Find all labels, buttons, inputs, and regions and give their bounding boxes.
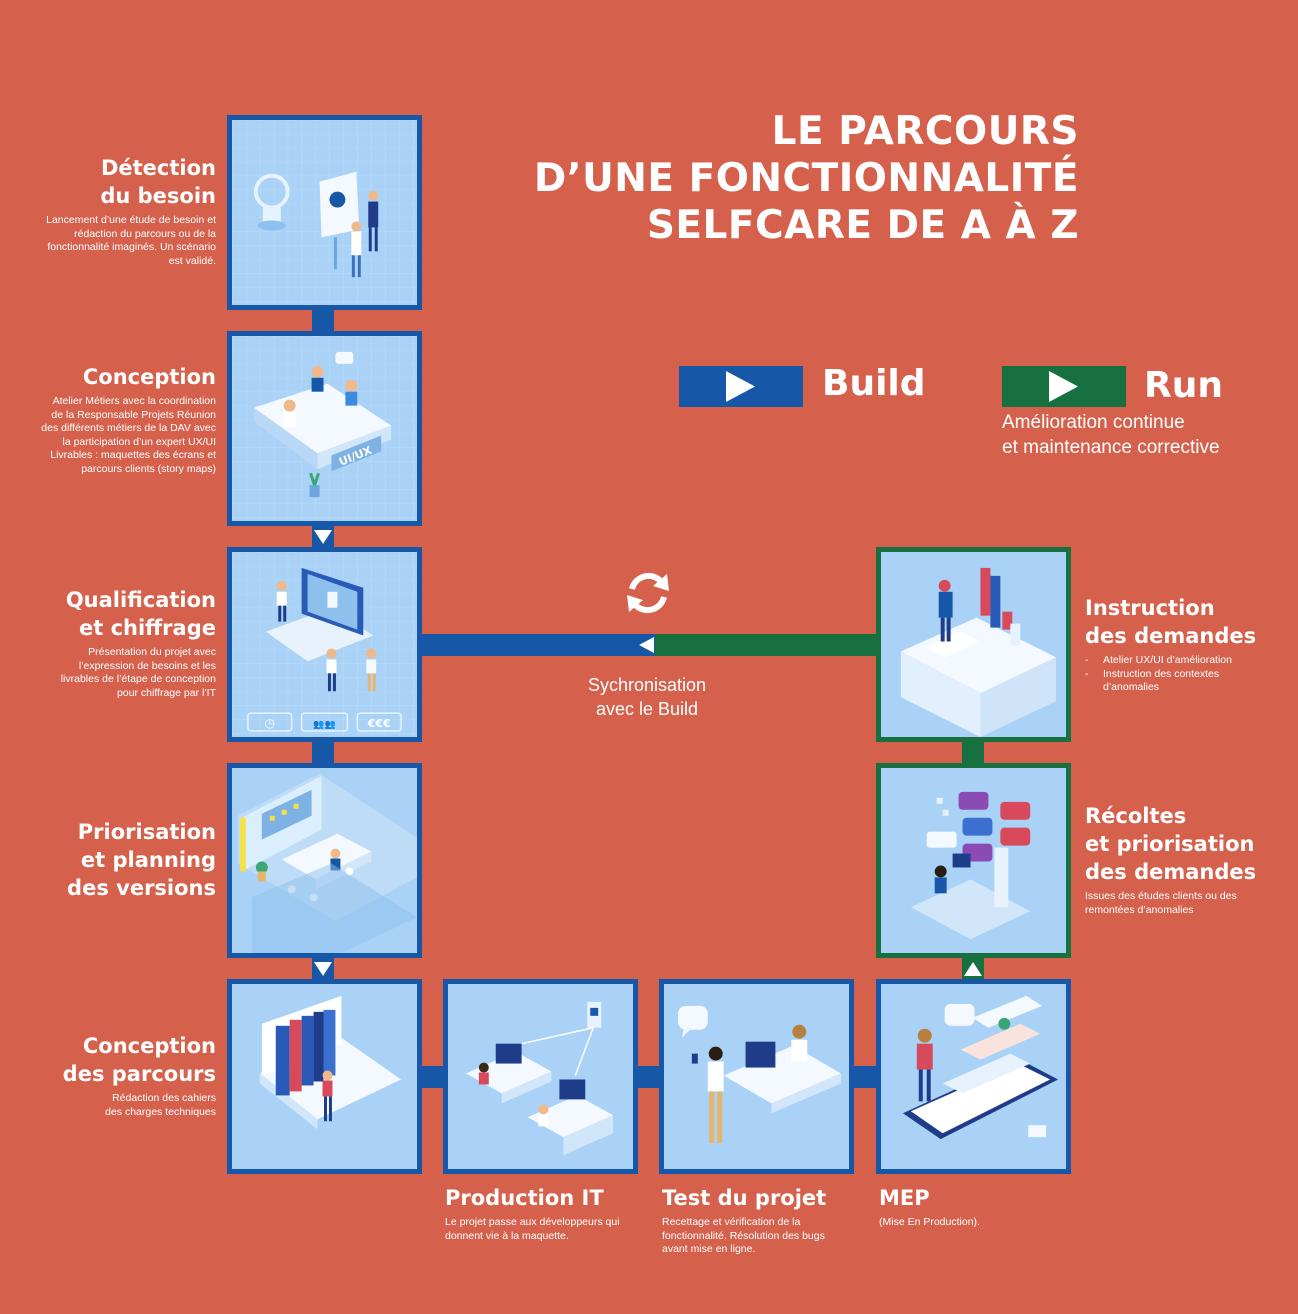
- step-description: Lancement d’une étude de besoin et rédac…: [46, 214, 216, 267]
- connector-priorisation-conception-parcours: [312, 954, 334, 984]
- sync-label: Sychronisation avec le Build: [587, 675, 707, 719]
- clock-chip: ◷: [265, 716, 275, 730]
- step-title: Récoltes et priorisation des demandes: [1085, 804, 1257, 884]
- build-legend-bar: [679, 366, 803, 407]
- step-recoltes-box: [876, 763, 1071, 958]
- step-title: Conception: [82, 365, 216, 389]
- arrow-left-icon: [639, 637, 654, 653]
- step-test-box: [659, 979, 854, 1174]
- page-title: LE PARCOURS D’UNE FONCTIONNALITÉ SELFCAR…: [534, 108, 1079, 249]
- chat-messages-icon: [881, 768, 1066, 953]
- sync-icon: [627, 572, 669, 614]
- planning-board-icon: [232, 768, 417, 953]
- arrow-down-icon: [314, 962, 332, 976]
- step-title: Qualification et chiffrage: [65, 588, 216, 640]
- connector-qualification-priorisation: [312, 738, 334, 768]
- developers-server-icon: [448, 984, 633, 1169]
- step-description: Recettage et vérification de la fonction…: [662, 1216, 825, 1255]
- step-description: (Mise En Production).: [879, 1216, 980, 1228]
- sync-line-build: [418, 634, 658, 656]
- run-legend-description: Amélioration continue et maintenance cor…: [1002, 412, 1220, 458]
- sync-line-run: [655, 634, 880, 656]
- title-line-2: D’UNE FONCTIONNALITÉ: [533, 156, 1079, 201]
- step-mep-box: [876, 979, 1071, 1174]
- step-description: Rédaction des cahiers des charges techni…: [105, 1092, 216, 1118]
- step-production-box: [443, 979, 638, 1174]
- connector-test-mep: [850, 1066, 880, 1088]
- connector-parcours-production: [418, 1066, 448, 1088]
- step-detection-box: [227, 115, 422, 310]
- connector-mep-recoltes: [962, 954, 984, 984]
- run-legend-bar: [1002, 366, 1126, 407]
- step-title: Production IT: [445, 1186, 604, 1210]
- step-mep-text: MEP (Mise En Production).: [879, 1184, 1059, 1230]
- step-priorisation-text: Priorisation et planning des versions: [16, 818, 216, 902]
- title-line-3: SELFCARE DE A À Z: [646, 203, 1079, 248]
- step-title: Test du projet: [662, 1186, 827, 1210]
- step-conception-parcours-text: Conception des parcours Rédaction des ca…: [16, 1032, 216, 1119]
- step-instruction-text: Instruction des demandes Atelier UX/UI d…: [1085, 594, 1275, 695]
- step-description: Issues des études clients ou des remonté…: [1085, 890, 1237, 916]
- connector-production-test: [634, 1066, 664, 1088]
- step-detection-text: Détection du besoin Lancement d’une étud…: [16, 154, 216, 268]
- step-description: Présentation du projet avec l’expression…: [60, 646, 216, 699]
- step-priorisation-box: [227, 763, 422, 958]
- step-title: MEP: [879, 1186, 930, 1210]
- laptop-team-icon: ◷ 👥👥 €€€: [232, 552, 417, 737]
- testing-desk-icon: [664, 984, 849, 1169]
- step-title: Conception des parcours: [62, 1034, 216, 1086]
- step-recoltes-text: Récoltes et priorisation des demandes Is…: [1085, 802, 1275, 917]
- smartphone-launch-icon: [881, 984, 1066, 1169]
- step-title: Priorisation et planning des versions: [67, 820, 216, 900]
- arrow-down-icon: [314, 530, 332, 544]
- euro-chip: €€€: [367, 717, 391, 730]
- step-title: Instruction des demandes: [1085, 596, 1257, 648]
- build-legend-label: Build: [822, 363, 926, 404]
- list-item: Instruction des contextes d’anomalies: [1085, 668, 1275, 695]
- step-qualification-box: ◷ 👥👥 €€€: [227, 547, 422, 742]
- lightbulb-presentation-icon: [232, 120, 417, 305]
- step-conception-box: UI/UX: [227, 331, 422, 526]
- step-title: Détection du besoin: [100, 156, 216, 208]
- step-instruction-box: [876, 547, 1071, 742]
- step-conception-text: Conception Atelier Métiers avec la coord…: [16, 363, 216, 476]
- play-icon: [726, 371, 755, 402]
- analytics-podium-icon: [881, 552, 1066, 737]
- run-legend-label: Run: [1144, 365, 1223, 406]
- connector-conception-qualification: [312, 522, 334, 552]
- step-conception-parcours-box: [227, 979, 422, 1174]
- step-description: Atelier Métiers avec la coordination de …: [41, 395, 216, 475]
- arrow-up-icon: [964, 962, 982, 976]
- books-laptop-icon: [232, 984, 417, 1169]
- step-bullets: Atelier UX/UI d’amélioration Instruction…: [1085, 654, 1275, 695]
- step-qualification-text: Qualification et chiffrage Présentation …: [16, 586, 216, 700]
- meeting-table-icon: UI/UX: [232, 336, 417, 521]
- play-icon: [1049, 371, 1078, 402]
- step-description: Le projet passe aux développeurs qui don…: [445, 1216, 620, 1242]
- title-line-1: LE PARCOURS: [771, 109, 1079, 154]
- connector-detection-conception: [312, 306, 334, 336]
- step-production-text: Production IT Le projet passe aux dévelo…: [445, 1184, 630, 1243]
- step-test-text: Test du projet Recettage et vérification…: [662, 1184, 852, 1257]
- list-item: Atelier UX/UI d’amélioration: [1085, 654, 1275, 668]
- connector-recoltes-instruction: [962, 738, 984, 768]
- team-chip: 👥👥: [313, 720, 335, 730]
